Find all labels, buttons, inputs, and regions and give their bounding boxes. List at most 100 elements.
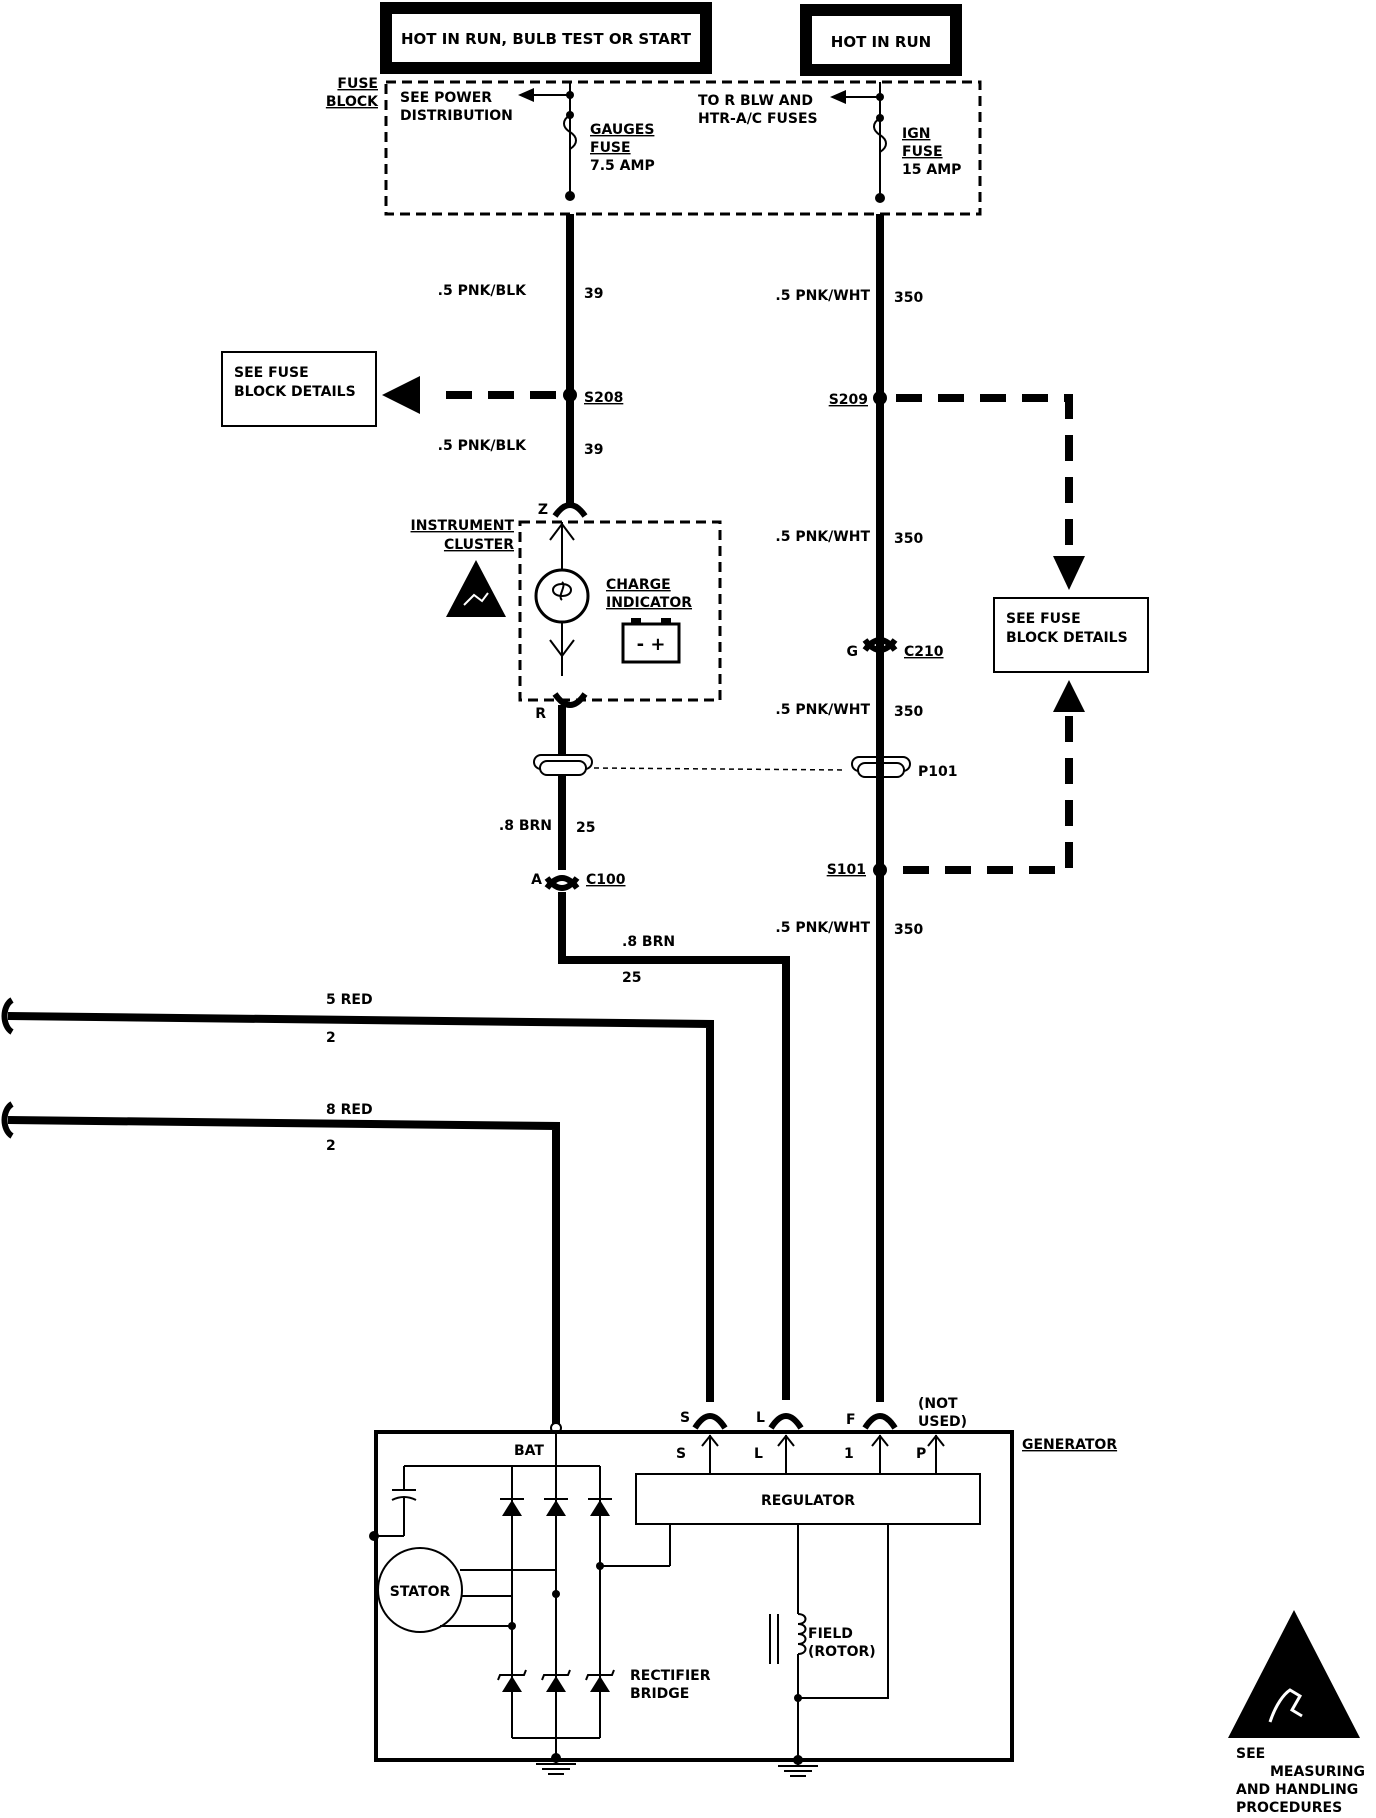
see-fuse-block-details-left — [221, 351, 377, 427]
to-r-blw-text: TO R BLW AND — [698, 93, 813, 109]
arrow-left-icon — [382, 376, 420, 414]
battery-icon: - + — [621, 618, 681, 664]
connector-c100-label: C100 — [586, 872, 626, 888]
terminal-p-label: P — [916, 1446, 926, 1462]
wire-5-red-2 — [7, 1012, 714, 1402]
wire-label: 8 RED — [326, 1102, 373, 1118]
see-fuse-block-details-right — [993, 597, 1149, 673]
terminal-s-top-label: S — [680, 1410, 690, 1426]
header-right-label: HOT IN RUN — [831, 33, 931, 51]
ref-text-2: BLOCK DETAILS — [1006, 630, 1128, 646]
wire-label: .5 PNK/BLK — [438, 438, 527, 454]
ground-icon — [536, 1738, 576, 1775]
wire-label: .5 PNK/WHT — [775, 529, 870, 545]
terminal-s-label: S — [676, 1446, 686, 1462]
not-used-label: (NOT — [918, 1396, 958, 1412]
wire-circuit-number: 2 — [326, 1030, 336, 1046]
arrow-left-icon — [518, 88, 570, 102]
ground-icon — [778, 1748, 818, 1777]
wire-label: .5 PNK/BLK — [438, 283, 527, 299]
header-left-label: HOT IN RUN, BULB TEST OR START — [401, 30, 692, 48]
gauges-fuse-rating: 7.5 AMP — [590, 158, 655, 174]
passthrough-p101-label: P101 — [918, 764, 957, 780]
connector-c210-label: C210 — [904, 644, 944, 660]
regulator-block — [635, 1473, 981, 1525]
rectifier-bridge-label: RECTIFIER — [630, 1668, 711, 1684]
terminal-1-label: 1 — [844, 1446, 854, 1462]
wire-break-icon — [1, 1101, 14, 1139]
esd-note-text: SEE — [1236, 1746, 1265, 1762]
wire-circuit-number: 350 — [894, 704, 923, 720]
esd-note-text-2: MEASURING — [1270, 1764, 1365, 1780]
esd-note-text-4: PROCEDURES — [1236, 1800, 1342, 1816]
wire-label: .8 BRN — [622, 934, 675, 950]
wire-circuit-number: 350 — [894, 290, 923, 306]
header-box-left: HOT IN RUN, BULB TEST OR START — [380, 2, 712, 74]
gauges-fuse-label-2: FUSE — [590, 140, 631, 156]
wire-8-red-2 — [7, 1116, 560, 1424]
arrow-up-icon — [1053, 680, 1085, 712]
rectifier-bridge-symbol — [440, 1466, 671, 1739]
charge-indicator-label-2: INDICATOR — [606, 595, 692, 611]
instrument-cluster-label-2: CLUSTER — [444, 537, 514, 553]
dashed-connection — [896, 716, 1073, 874]
arrow-left-icon — [830, 90, 880, 104]
gauges-fuse-label: GAUGES — [590, 122, 654, 138]
terminal-l-label: L — [754, 1446, 763, 1462]
generator-outline — [374, 1430, 1014, 1762]
wire-label: .5 PNK/WHT — [775, 920, 870, 936]
fuse-block-label: FUSE — [337, 76, 378, 92]
splice-s209-dot — [873, 391, 887, 405]
ref-text: SEE FUSE — [1006, 611, 1081, 627]
splice-s101-dot — [873, 863, 887, 877]
wire-circuit-number: 39 — [584, 286, 603, 302]
see-power-distribution-text-2: DISTRIBUTION — [400, 108, 513, 124]
connector-z-label: Z — [538, 502, 548, 518]
esd-warning-icon — [446, 560, 506, 617]
ign-fuse-rating: 15 AMP — [902, 162, 961, 178]
connector-l-symbol — [768, 1413, 804, 1430]
esd-note-text-3: AND HANDLING — [1236, 1782, 1358, 1798]
generator-label: GENERATOR — [1022, 1437, 1117, 1453]
ref-text: SEE FUSE — [234, 365, 309, 381]
connector-z-symbol — [552, 502, 588, 518]
p101-dashed-link — [593, 767, 847, 771]
arrow-down-icon — [1053, 556, 1085, 590]
splice-s209-label: S209 — [829, 392, 868, 408]
fuse-block-outline — [384, 80, 982, 216]
wire-break-icon — [1, 997, 14, 1035]
to-r-blw-text-2: HTR-A/C FUSES — [698, 111, 818, 127]
not-used-label-2: USED) — [918, 1414, 967, 1430]
field-rotor-symbol — [769, 1524, 889, 1748]
connector-s-symbol — [692, 1413, 728, 1430]
splice-s208-label: S208 — [584, 390, 623, 406]
bat-bus-wiring — [369, 1433, 600, 1541]
rectifier-bridge-label-2: BRIDGE — [630, 1686, 689, 1702]
svg-text:- +: - + — [637, 634, 666, 655]
header-box-right: HOT IN RUN — [800, 4, 962, 76]
ign-fuse-symbol — [873, 82, 887, 203]
esd-warning-large-icon — [1228, 1610, 1360, 1738]
see-power-distribution-text: SEE POWER — [400, 90, 492, 106]
gauges-fuse-symbol — [563, 82, 577, 201]
wire-label: 5 RED — [326, 992, 373, 1008]
connector-g-label: G — [847, 644, 859, 660]
wire-circuit-number: 39 — [584, 442, 603, 458]
grommet-left-icon — [533, 754, 593, 776]
regulator-label: REGULATOR — [761, 1493, 855, 1509]
terminal-f-top-label: F — [846, 1412, 856, 1428]
field-rotor-label-2: (ROTOR) — [808, 1644, 876, 1660]
connector-r-symbol — [552, 692, 588, 708]
wire-circuit-number: 25 — [622, 970, 641, 986]
bat-terminal-label: BAT — [514, 1443, 544, 1459]
dashed-connection — [896, 394, 1073, 560]
instrument-cluster-outline — [518, 520, 722, 702]
charge-indicator-lamp-icon — [534, 522, 590, 676]
wire-label: .8 BRN — [499, 818, 552, 834]
wire-circuit-number: 350 — [894, 531, 923, 547]
instrument-cluster-label: INSTRUMENT — [411, 518, 515, 534]
ref-text-2: BLOCK DETAILS — [234, 384, 356, 400]
ign-fuse-label: IGN — [902, 126, 930, 142]
wire-label: .5 PNK/WHT — [775, 702, 870, 718]
